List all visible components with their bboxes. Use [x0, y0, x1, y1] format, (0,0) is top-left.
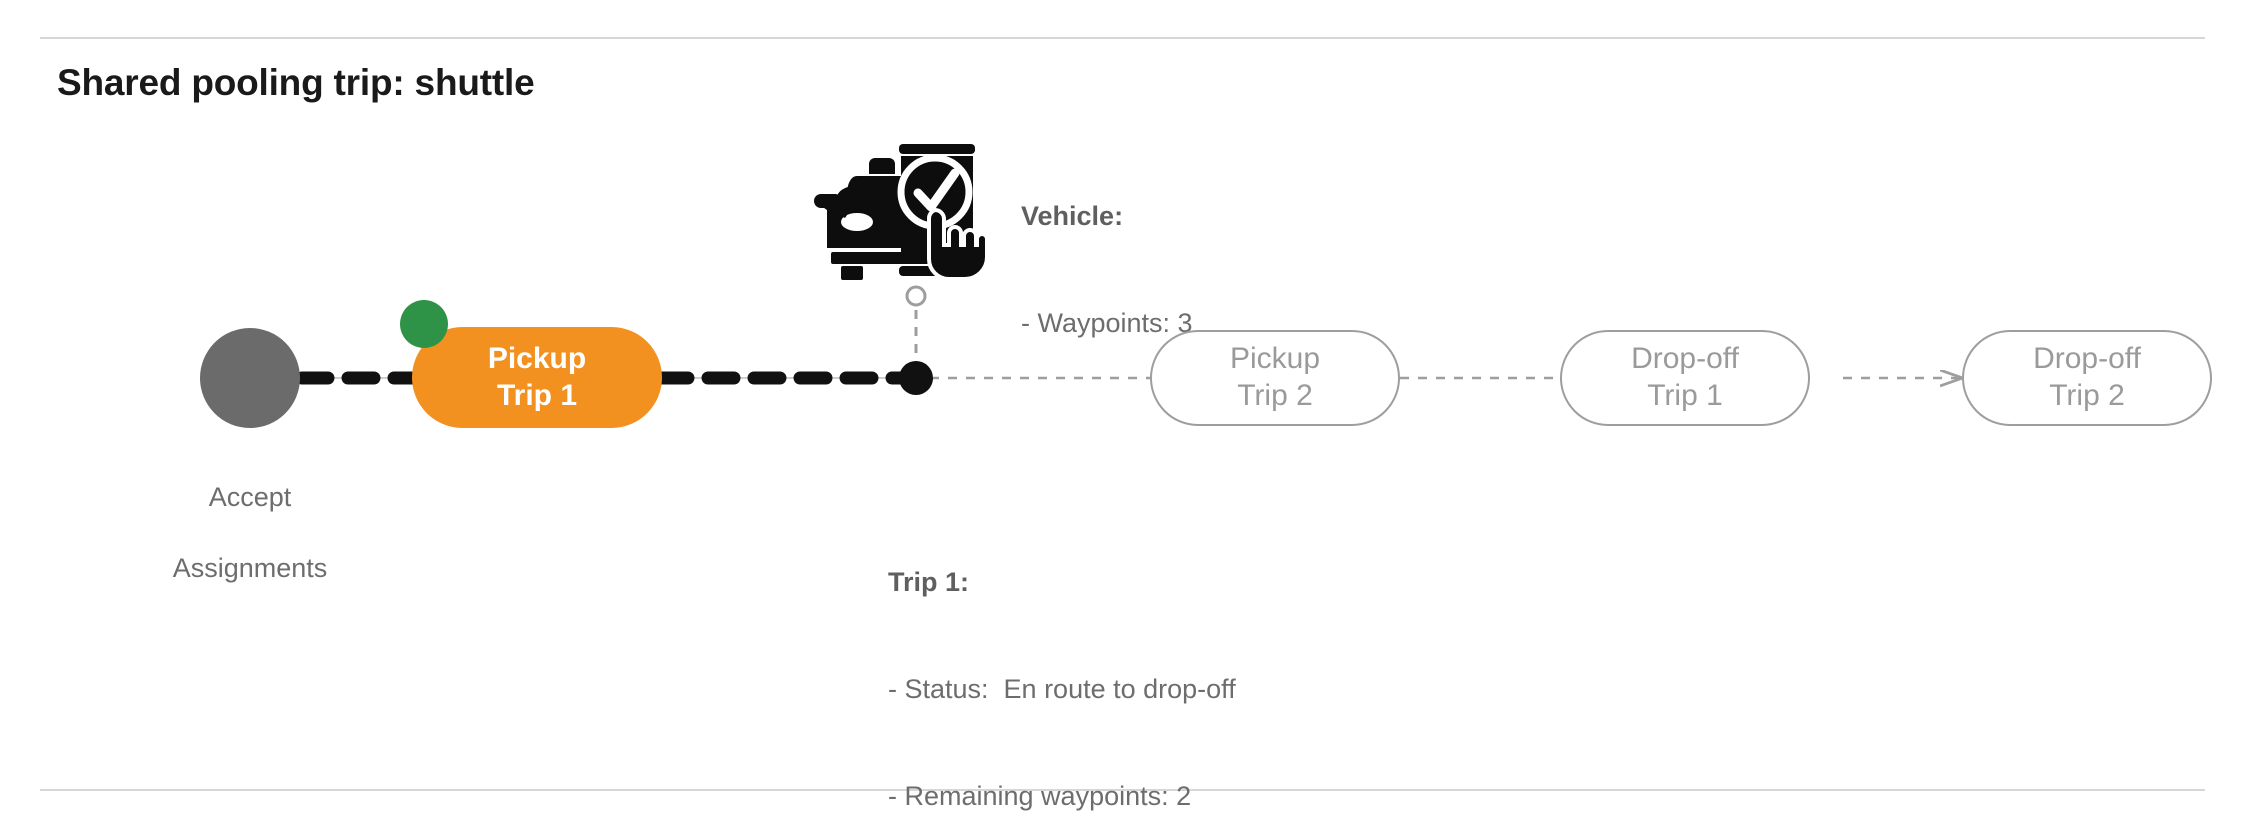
accept-caption-line-2: Assignments — [172, 552, 328, 583]
dropoff-trip-2-line-2: Trip 2 — [2049, 379, 2125, 412]
vehicle-heading-label: Vehicle — [1021, 201, 1115, 232]
green-check-badge — [400, 300, 448, 348]
car-phone-check-icon — [814, 144, 985, 280]
accept-caption-line-1: Accept — [208, 481, 292, 512]
trip-details-block: Trip 1: - Status: En route to drop-off -… — [888, 494, 1236, 825]
vehicle-info-heading: Vehicle: — [1021, 199, 1193, 235]
flow-node-pickup-trip-2[interactable]: Pickup Trip 2 — [1150, 330, 1400, 426]
dropoff-trip-1-line-2: Trip 1 — [1647, 379, 1723, 412]
pickup-trip-1-line-2: Trip 1 — [496, 378, 578, 412]
vehicle-heading-colon: : — [1114, 201, 1124, 232]
dropoff-trip-1-line-1: Drop-off — [1631, 342, 1739, 376]
trip-1-waypoints-line: - Remaining waypoints: 2 — [888, 781, 1192, 811]
flow-node-accept-assignments-caption: Accept Assignments — [120, 444, 380, 622]
page-title: Shared pooling trip: shuttle — [57, 62, 535, 103]
pickup-trip-1-line-1: Pickup — [487, 341, 587, 375]
current-position-dot[interactable] — [899, 361, 933, 395]
flow-node-accept-assignments[interactable] — [200, 328, 300, 428]
flow-node-dropoff-trip-2[interactable]: Drop-off Trip 2 — [1962, 330, 2212, 426]
flow-node-pickup-trip-1[interactable]: Pickup Trip 1 — [412, 327, 662, 428]
vehicle-anchor-ring — [905, 285, 927, 307]
trip-1-status-line: - Status: En route to drop-off — [888, 674, 1236, 705]
trip-1-heading: Trip 1: — [888, 565, 1236, 601]
trip-1-heading-colon: : — [960, 567, 970, 598]
dropoff-trip-2-line-1: Drop-off — [2033, 342, 2141, 376]
top-divider — [40, 37, 2205, 39]
pickup-trip-2-line-2: Trip 2 — [1237, 379, 1313, 412]
trip-1-heading-label: Trip 1 — [888, 567, 961, 598]
flow-node-dropoff-trip-1[interactable]: Drop-off Trip 1 — [1560, 330, 1810, 426]
bottom-divider — [40, 789, 2205, 791]
vehicle-waypoints-line: - Waypoints: 3 — [1021, 308, 1193, 339]
pickup-trip-2-line-1: Pickup — [1229, 342, 1321, 376]
